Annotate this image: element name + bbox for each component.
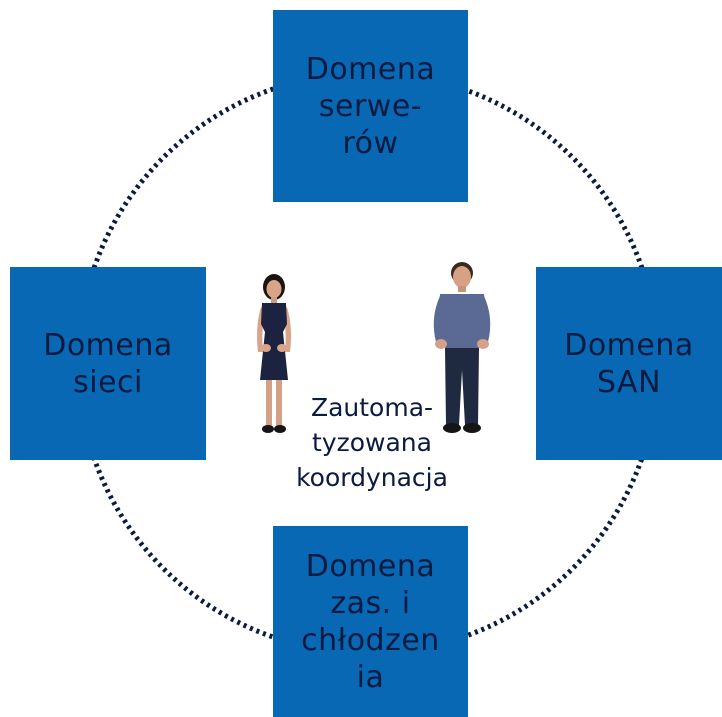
domain-label-network: Domena sieci [43, 327, 173, 400]
domain-label-power-cooling: Domena zas. i chłodzen ia [301, 548, 440, 695]
person-man-icon [433, 262, 491, 433]
domain-box-network: Domena sieci [10, 267, 206, 460]
domain-label-san: Domena SAN [564, 327, 694, 400]
domain-box-power-cooling: Domena zas. i chłodzen ia [273, 526, 468, 717]
person-woman-icon [257, 274, 291, 433]
domain-box-servers: Domena serwe- rów [273, 10, 468, 202]
domain-label-servers: Domena serwe- rów [305, 51, 436, 161]
center-label: Zautoma- tyzowana koordynacja [296, 393, 448, 492]
domain-box-san: Domena SAN [536, 267, 722, 460]
